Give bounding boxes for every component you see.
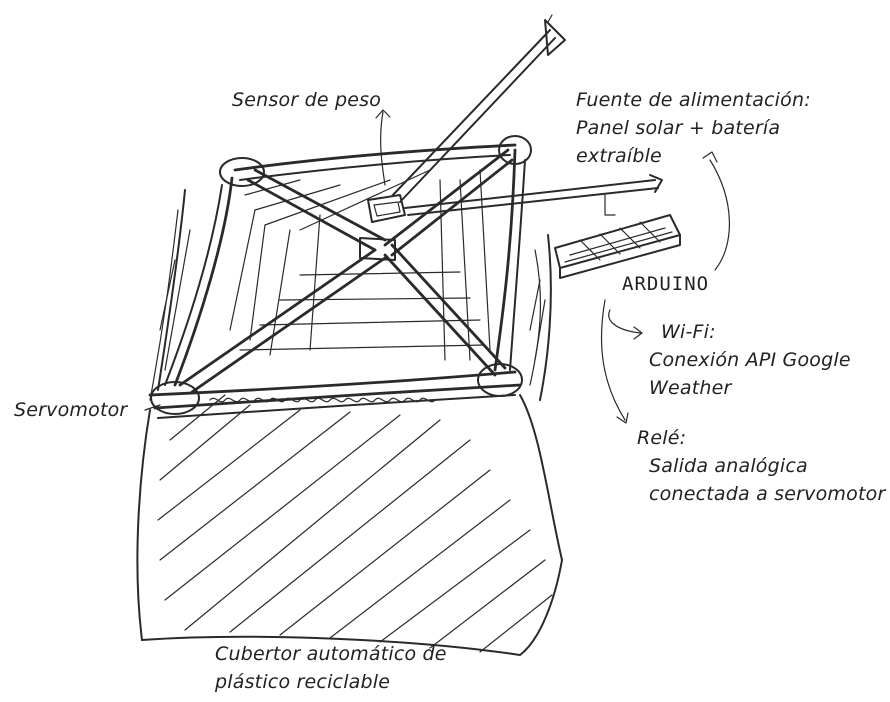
cover-label-line-2: plástico reciclable — [215, 668, 447, 696]
wifi-label: Wi-Fi: Conexión API Google Weather — [649, 318, 851, 402]
servomotor-label: Servomotor — [14, 396, 127, 424]
power-label-line-3: extraíble — [576, 142, 811, 170]
power-label-line-1: Fuente de alimentación: — [576, 86, 811, 114]
cover-bag — [137, 190, 562, 655]
wifi-label-line-3: Weather — [649, 374, 851, 402]
relay-label: Relé: Salida analógica conectada a servo… — [637, 424, 885, 508]
frame — [150, 136, 531, 418]
sensor-label-text: Sensor de peso — [232, 86, 381, 114]
arduino-label-text: ARDUINO — [622, 270, 709, 298]
cover-label: Cubertor automático de plástico reciclab… — [215, 640, 447, 696]
relay-label-line-1: Relé: — [637, 424, 885, 452]
wifi-label-line-2: Conexión API Google — [649, 346, 851, 374]
relay-label-line-3: conectada a servomotor — [649, 480, 885, 508]
power-label-line-2: Panel solar + batería — [576, 114, 811, 142]
solar-panel — [555, 195, 680, 278]
sensor-label: Sensor de peso — [232, 86, 381, 114]
cover-label-line-1: Cubertor automático de — [215, 640, 447, 668]
power-supply-label: Fuente de alimentación: Panel solar + ba… — [576, 86, 811, 170]
frame-slats — [230, 170, 490, 360]
servo-label-text: Servomotor — [14, 396, 127, 424]
arduino-label: ARDUINO — [622, 270, 709, 298]
wifi-label-line-1: Wi-Fi: — [661, 318, 851, 346]
cover-hatching — [158, 230, 552, 652]
relay-label-line-2: Salida analógica — [649, 452, 885, 480]
